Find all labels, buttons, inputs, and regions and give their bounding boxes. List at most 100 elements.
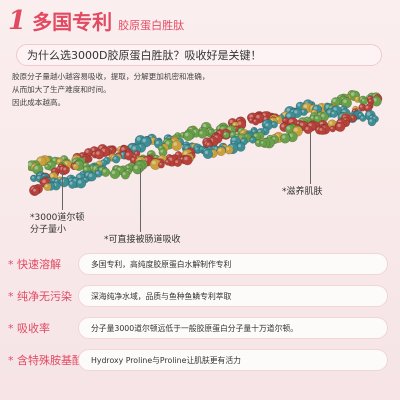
helix-atom-highlight: [253, 119, 256, 122]
helix-atom-highlight: [368, 99, 371, 102]
helix-atom-highlight: [329, 121, 333, 125]
helix-atom-highlight: [276, 117, 279, 121]
helix-atom-highlight: [272, 122, 275, 125]
helix-atom: [279, 133, 291, 144]
helix-atom-highlight: [99, 168, 103, 171]
helix-atom-highlight: [96, 151, 100, 155]
feature-detail: 分子量3000道尔顿远低于一般胶原蛋白分子量十万道尔顿。: [78, 317, 388, 339]
helix-atom-highlight: [121, 147, 125, 151]
helix-atom-highlight: [337, 123, 341, 128]
helix-atom-highlight: [77, 174, 81, 179]
helix-atom-highlight: [136, 137, 141, 141]
helix-atom-highlight: [332, 98, 336, 103]
helix-atom-highlight: [160, 149, 164, 153]
helix-atom-highlight: [310, 116, 314, 119]
helix-atom-highlight: [355, 97, 358, 100]
helix-atom-highlight: [132, 146, 136, 150]
helix-atom-highlight: [289, 119, 293, 124]
leader-line-right: [310, 132, 311, 184]
helix-atom-highlight: [180, 157, 183, 160]
helix-atom: [157, 161, 165, 169]
helix-atom: [335, 121, 346, 132]
helix-atom-highlight: [350, 92, 355, 96]
helix-atom: [202, 148, 214, 160]
helix-atom-highlight: [55, 179, 58, 182]
helix-atom-highlight: [155, 141, 159, 145]
helix-atom-highlight: [250, 138, 253, 141]
helix-atom: [75, 178, 87, 189]
helix-atom-highlight: [69, 181, 73, 185]
helix-atom-highlight: [230, 132, 234, 136]
helix-atom-highlight: [159, 162, 162, 166]
helix-atom: [68, 180, 77, 189]
helix-atom-highlight: [173, 142, 177, 146]
helix-atom-highlight: [37, 176, 40, 179]
helix-atom: [94, 149, 105, 160]
helix-atom-highlight: [131, 157, 135, 161]
helix-atom-highlight: [33, 188, 36, 192]
helix-atom-highlight: [45, 164, 48, 168]
helix-atom-highlight: [321, 114, 325, 118]
helix-atom: [216, 146, 226, 157]
helix-atom-highlight: [282, 135, 286, 139]
helix-atom: [58, 177, 70, 188]
description-line: 胶原分子量越小越容易吸收，提取，分解更加机密和准确，: [12, 72, 210, 81]
helix-atom-highlight: [120, 152, 124, 156]
helix-atom-highlight: [330, 127, 333, 130]
helix-atom: [133, 150, 141, 158]
helix-atom-highlight: [232, 137, 236, 142]
feature-row: * 纯净无污染 深海纯净水域，品质与鱼种鱼鳞专利萃取: [0, 282, 400, 310]
feature-row: * 吸收率 分子量3000道尔顿远低于一般胶原蛋白分子量十万道尔顿。: [0, 314, 400, 342]
helix-atom-highlight: [181, 133, 184, 136]
helix-atom-highlight: [294, 127, 298, 132]
helix-atom-highlight: [78, 180, 82, 184]
helix-atom-highlight: [369, 115, 373, 118]
helix-atom-highlight: [159, 146, 162, 149]
helix-atom: [31, 187, 40, 196]
helix-atom: [171, 140, 183, 151]
helix-atom-highlight: [34, 166, 39, 170]
helix-atom: [61, 165, 70, 175]
helix-atom: [43, 183, 52, 191]
helix-atom-highlight: [360, 116, 363, 119]
helix-atom-highlight: [218, 148, 222, 152]
helix-atom: [259, 139, 267, 148]
helix-atom: [101, 167, 111, 177]
helix-atom-highlight: [331, 111, 335, 115]
helix-atom: [173, 158, 183, 167]
feature-row: * 含特殊胺基酸 Hydroxy Proline与Proline让肌肤更有活力: [0, 346, 400, 374]
helix-atom-highlight: [233, 123, 236, 126]
helix-atom-highlight: [185, 132, 189, 137]
leader-line-left: [62, 172, 63, 210]
helix-atom-highlight: [176, 152, 179, 156]
helix-atom-highlight: [134, 165, 138, 170]
helix-atom-highlight: [52, 158, 56, 162]
helix-atom-highlight: [113, 156, 117, 160]
helix-atom-highlight: [229, 119, 233, 123]
helix-atom-highlight: [111, 170, 116, 175]
helix-atom-highlight: [343, 99, 347, 104]
helix-atom: [367, 117, 377, 127]
helix-atom-highlight: [283, 118, 286, 121]
helix-atom-highlight: [358, 113, 361, 116]
helix-atom-highlight: [286, 126, 291, 130]
helix-atom: [109, 168, 121, 180]
helix-atom-highlight: [134, 151, 138, 154]
collagen-helix-illustration: [28, 90, 383, 196]
helix-atom-highlight: [327, 110, 331, 114]
helix-atom-highlight: [362, 99, 365, 102]
helix-atom: [87, 171, 97, 182]
helix-atom-highlight: [305, 127, 309, 130]
helix-atom-highlight: [184, 156, 188, 161]
helix-atom-highlight: [183, 151, 188, 155]
helix-atom-highlight: [319, 128, 323, 131]
helix-atom-highlight: [359, 105, 363, 108]
helix-atom-highlight: [96, 171, 99, 174]
helix-atom-highlight: [50, 174, 54, 178]
helix-atom-highlight: [206, 142, 210, 146]
helix-atom: [182, 154, 193, 166]
helix-atom-highlight: [258, 129, 261, 133]
question-banner: 为什么选3000D胶原蛋白胜肽？吸收好是关键！: [16, 44, 382, 66]
helix-atom-highlight: [142, 138, 146, 143]
feature-detail: 深海纯净水域，品质与鱼种鱼鳞专利萃取: [78, 285, 388, 307]
